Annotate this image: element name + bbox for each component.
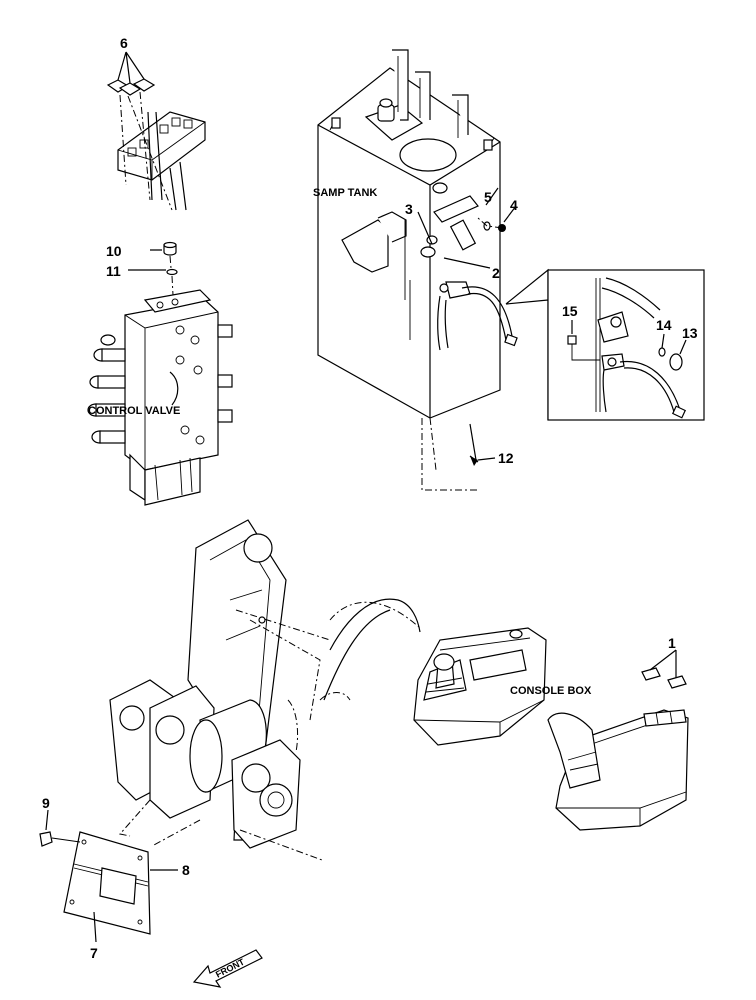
callout-5: 5	[484, 189, 492, 205]
callout-14: 14	[656, 317, 672, 333]
samp-tank-label: SAMP TANK	[313, 187, 377, 199]
console-box-left	[413, 627, 547, 746]
callout-10: 10	[106, 243, 122, 259]
console-box-label: CONSOLE BOX	[510, 685, 592, 697]
operator-frame	[109, 519, 421, 861]
callout-8: 8	[182, 862, 190, 878]
callout-4: 4	[510, 197, 518, 213]
callout-1: 1	[668, 635, 676, 651]
console-box-right	[547, 649, 689, 831]
callout-9: 9	[42, 795, 50, 811]
control-valve	[87, 241, 233, 506]
callout-2: 2	[492, 265, 500, 281]
detail-inset	[505, 268, 705, 421]
callout-13: 13	[682, 325, 698, 341]
front-arrow: FRONT	[192, 949, 263, 988]
terminal-block-assembly	[106, 51, 206, 211]
plate-assembly	[39, 809, 178, 943]
samp-tank	[317, 49, 518, 491]
callout-15: 15	[562, 303, 578, 319]
control-valve-label: CONTROL VALVE	[88, 405, 180, 417]
callout-7: 7	[90, 945, 98, 961]
callout-11: 11	[106, 263, 121, 279]
callout-3: 3	[405, 201, 413, 217]
callout-12: 12	[498, 450, 514, 466]
callout-6: 6	[120, 35, 128, 51]
